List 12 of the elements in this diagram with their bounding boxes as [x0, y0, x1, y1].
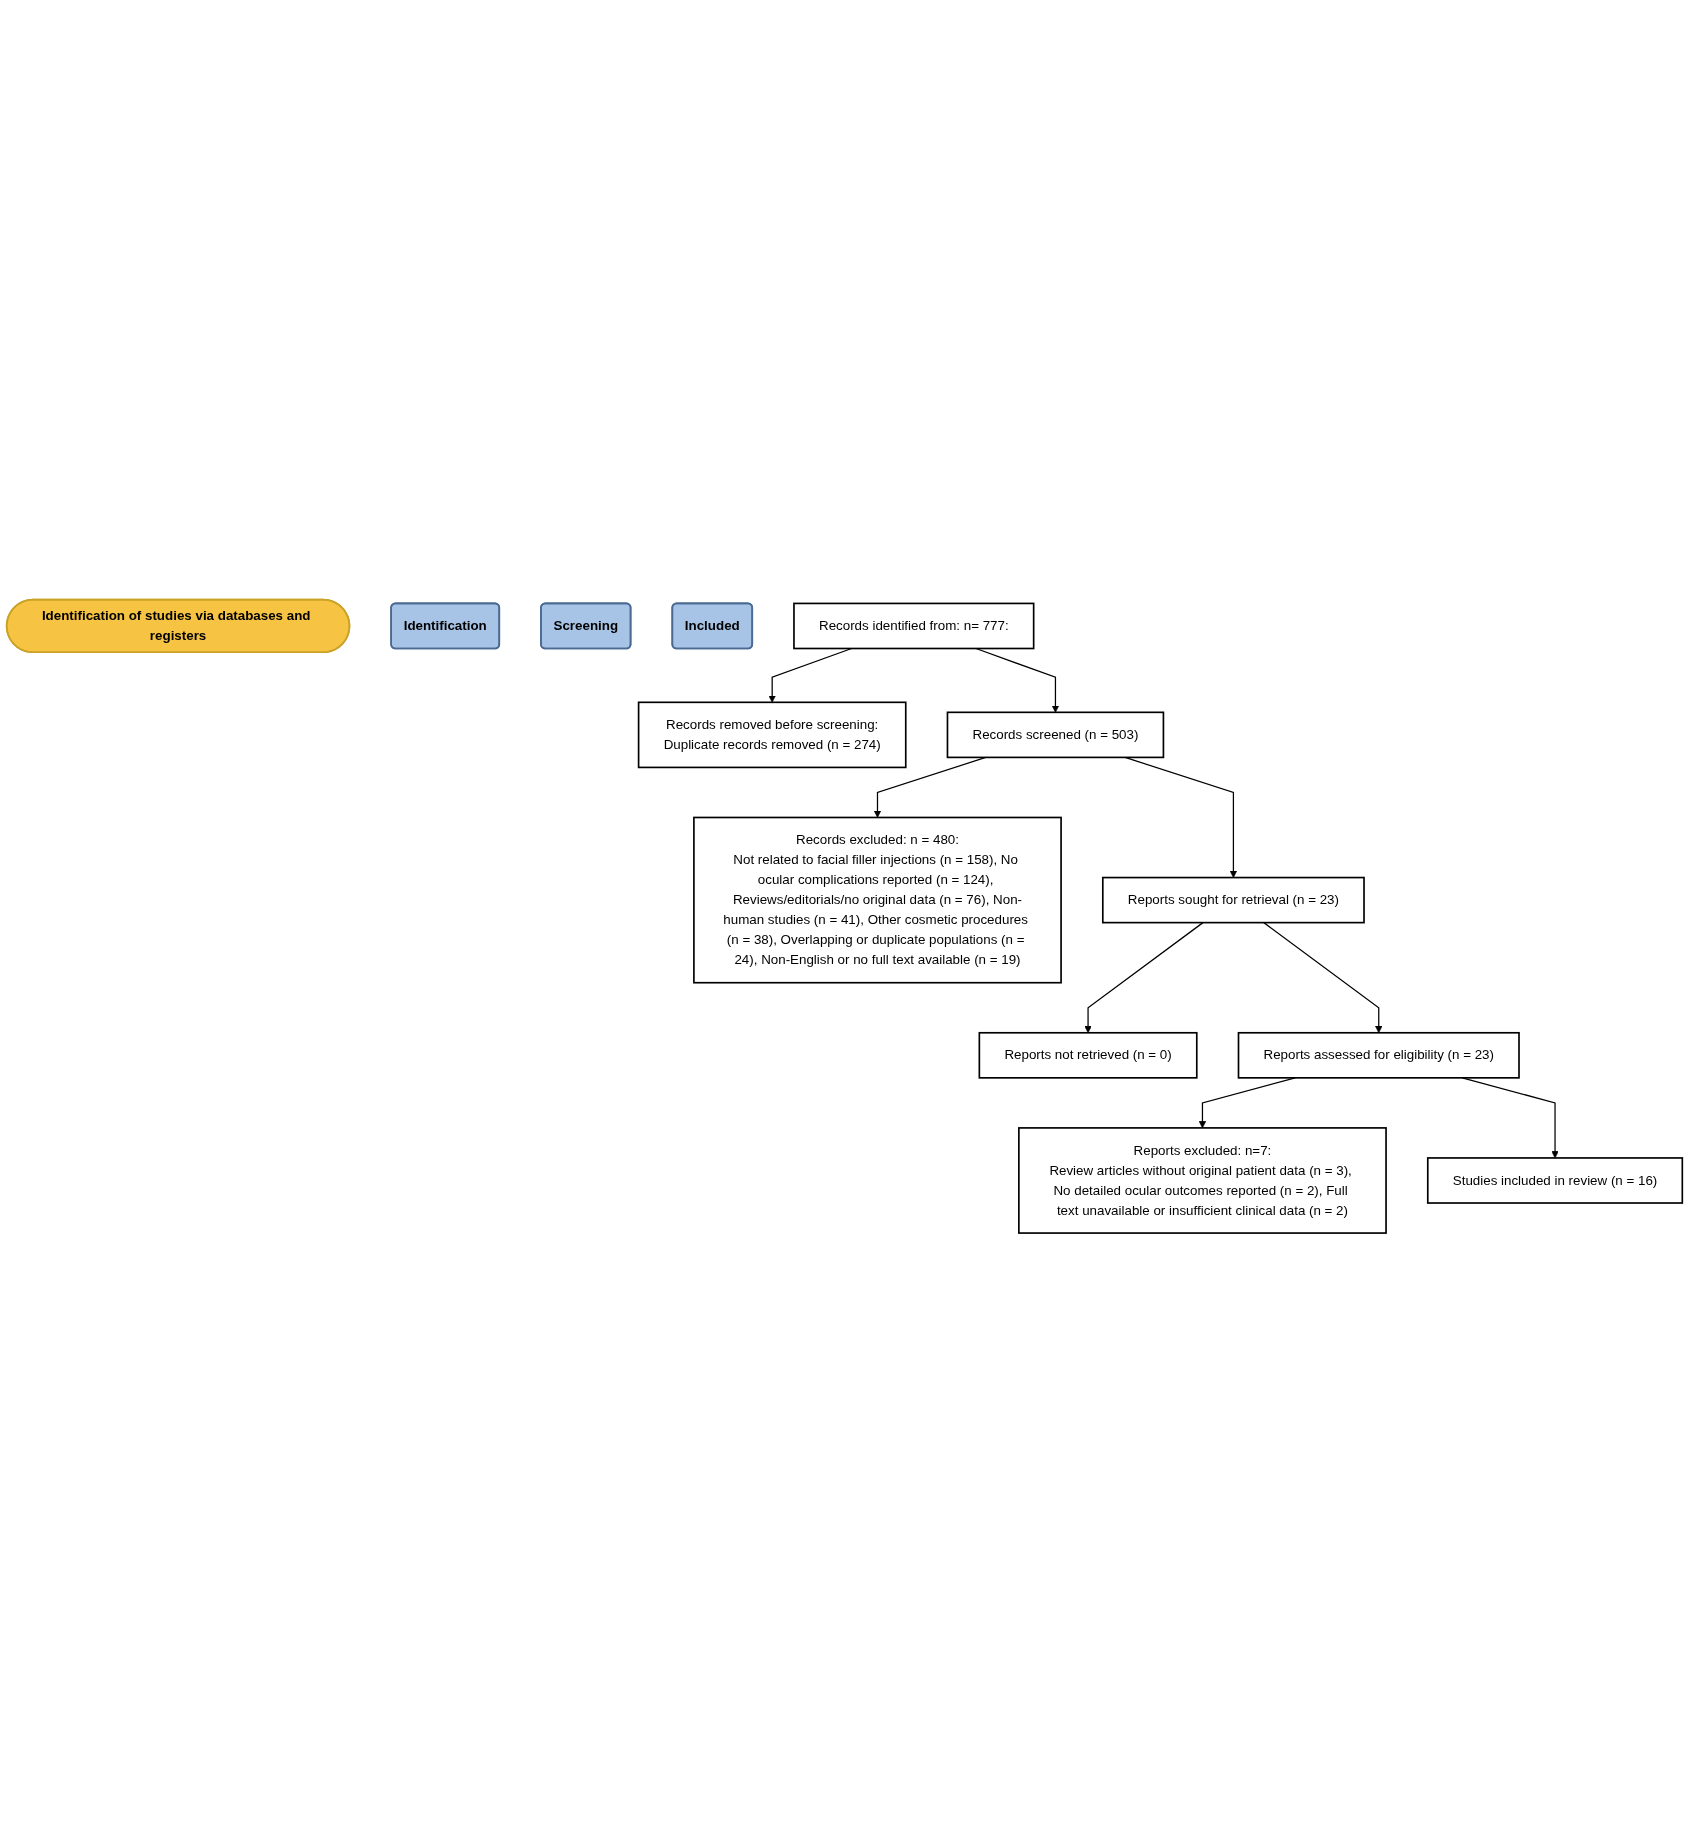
node-box: Records removed before screening: Duplicate records removed (n = 274) — [637, 701, 907, 768]
arrow — [975, 647, 1060, 713]
arrow — [1263, 921, 1383, 1033]
arrow — [1084, 921, 1204, 1033]
node-box: Records screened (n = 503) — [946, 711, 1165, 758]
node-box: Reports excluded: n=7: Review articles without original patient data (n = 3), No detailed ocular outcomes reported (n = 2), Full text unavailable or insufficient clinical data (n = 2) — [1018, 1126, 1387, 1234]
node-box: Records excluded: n = 480: Not related to facial filler injections (n = 158), No ocular complications reported (n = 124), Reviews/editorials/no original data (n = 76), Non-human studies (n = 41), Other cosmetic procedures (n = 38), Overlapping or duplicate populations (n = 24), Non-English or no full text available (n = 19) — [693, 816, 1062, 984]
node-box: Reports not retrieved (n = 0) — [978, 1031, 1198, 1079]
node-box: Reports assessed for eligibility (n = 23) — [1237, 1031, 1520, 1079]
node-box: Studies included in review (n = 16) — [1426, 1156, 1684, 1204]
node-box: Reports sought for retrieval (n = 23) — [1101, 876, 1365, 924]
node-box: Records identified from: n= 777: — [793, 602, 1035, 649]
